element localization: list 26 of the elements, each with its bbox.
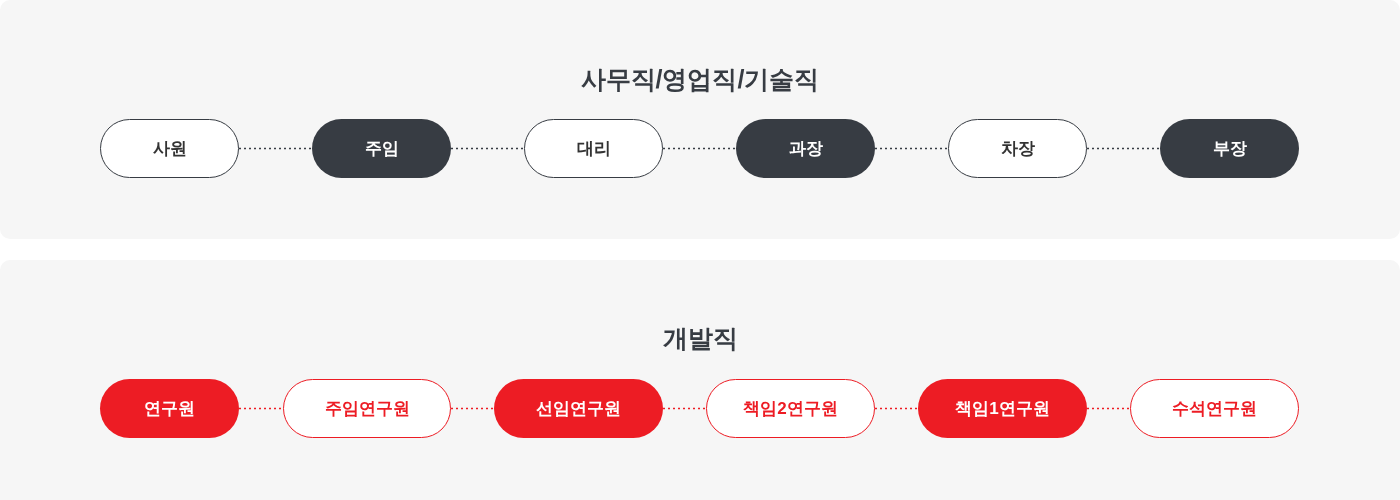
- pill-box: 책임2연구원: [706, 379, 875, 438]
- pill-box: 차장: [948, 119, 1087, 178]
- dotted-line: [238, 407, 284, 410]
- dotted-line: [662, 407, 707, 410]
- panel: [0, 260, 1400, 500]
- pill-box: 대리: [524, 119, 663, 178]
- dotted-line: [450, 147, 525, 150]
- dotted-line: [238, 147, 313, 150]
- dotted-line: [874, 147, 949, 150]
- pill-box: 연구원: [100, 379, 239, 438]
- pill-box: 선임연구원: [494, 379, 663, 438]
- panel: [0, 0, 1400, 239]
- dotted-line: [1086, 407, 1131, 410]
- pill-box: 수석연구원: [1130, 379, 1299, 438]
- heading: 개발직: [662, 323, 738, 353]
- heading: 사무직/영업직/기술직: [580, 64, 820, 94]
- pill-box: 부장: [1160, 119, 1299, 178]
- dotted-line: [1086, 147, 1161, 150]
- pill-box: 주임: [312, 119, 451, 178]
- pill-box: 주임연구원: [283, 379, 451, 438]
- pill-box: 과장: [736, 119, 875, 178]
- dotted-line: [450, 407, 495, 410]
- pill-box: 사원: [100, 119, 239, 178]
- pill-box: 책임1연구원: [918, 379, 1087, 438]
- dotted-line: [662, 147, 737, 150]
- dotted-line: [874, 407, 919, 410]
